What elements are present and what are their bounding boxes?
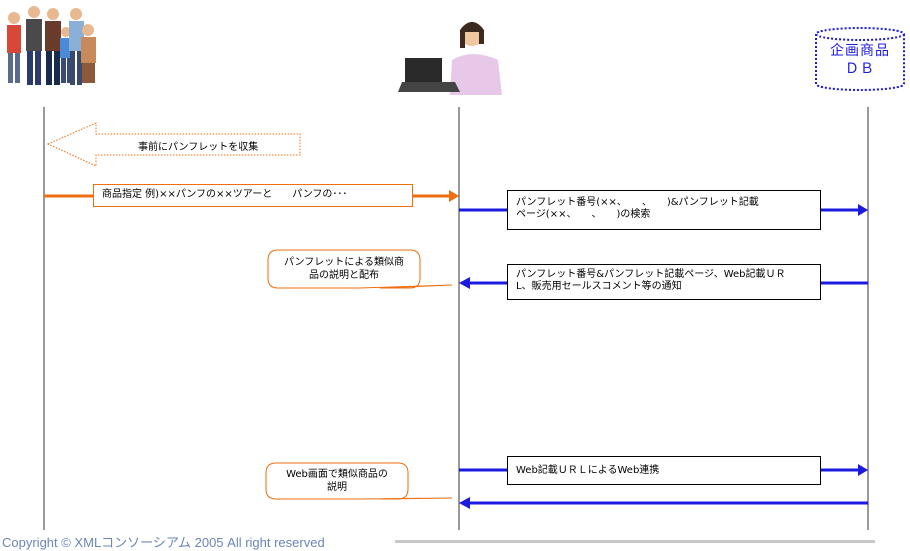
product-spec-box: 商品指定 例)××パンフの××ツアーと パンフの･･･ <box>93 184 413 207</box>
web-link-arrow <box>459 464 868 476</box>
collect-arrow <box>46 122 301 167</box>
product-spec-arrow <box>44 190 459 202</box>
search-arrow <box>459 204 868 216</box>
web-link-box: Web記載ＵＲＬによるWeb連携 <box>507 456 821 485</box>
copyright-text: Copyright © XMLコンソーシアム 2005 All right re… <box>2 535 325 550</box>
search-box: パンフレット番号(××、 、 )&パンフレット記載 ページ(××、 、 )の検索 <box>507 190 821 230</box>
web-explain-callout <box>265 462 453 500</box>
customer-family-icon <box>7 6 96 85</box>
explain-distribute-callout <box>267 249 453 289</box>
database-label: 企画商品 ＤＢ <box>830 43 890 77</box>
notify-arrow <box>459 277 868 289</box>
web-explain-label: Web画面で類似商品の 説明 <box>286 469 388 493</box>
notify-box: パンフレット番号&パンフレット記載ページ、Web記載ＵＲ L、販売用セールスコメ… <box>507 264 821 300</box>
explain-distribute-label: パンフレットによる類似商 品の説明と配布 <box>284 257 404 281</box>
database-icon <box>815 27 905 91</box>
collect-label: 事前にパンフレットを収集 <box>138 142 259 153</box>
web-return-arrow <box>459 497 868 509</box>
operator-icon <box>398 22 502 95</box>
footer-divider <box>395 540 875 543</box>
